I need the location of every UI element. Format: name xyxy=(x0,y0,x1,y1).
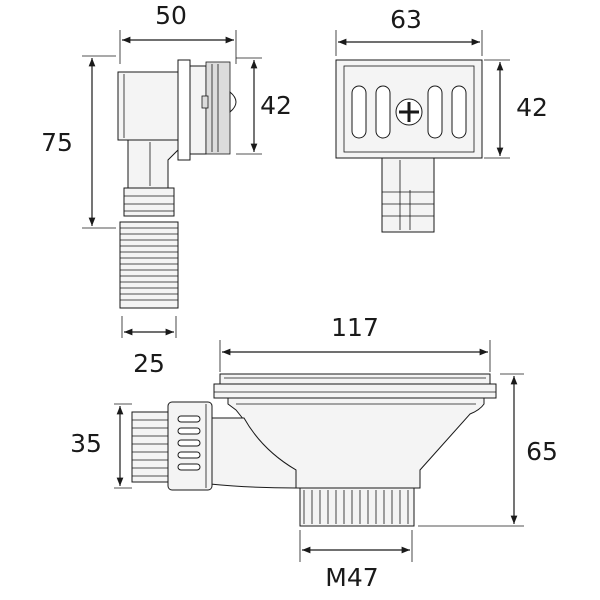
dim-label-hose-diameter: 25 xyxy=(133,349,165,378)
overflow-flange xyxy=(177,59,191,161)
overflow-hose xyxy=(119,221,179,309)
overflow-side-view: 50 75 42 25 xyxy=(41,1,292,378)
waste-flange xyxy=(213,383,497,399)
grille-slot xyxy=(375,85,391,139)
waste-thread xyxy=(299,487,415,527)
overflow-front-view: 63 42 xyxy=(335,5,548,233)
dim-label-waste-height: 65 xyxy=(526,437,558,466)
basket-waste-view: 117 35 65 M47 xyxy=(70,313,558,592)
overflow-elbow xyxy=(127,139,179,189)
grille-spigot xyxy=(381,157,435,233)
waste-rim xyxy=(219,373,491,385)
dim-label-overflow-height: 75 xyxy=(41,128,73,157)
grille-slot xyxy=(427,85,443,139)
dim-label-grille-width: 63 xyxy=(390,5,422,34)
overflow-screw-head xyxy=(229,90,237,114)
overflow-collar xyxy=(123,187,175,217)
grille-slot xyxy=(351,85,367,139)
dim-label-strainer-diameter: 117 xyxy=(331,313,379,342)
dim-label-overflow-width: 50 xyxy=(155,1,187,30)
dim-label-overflow-face-height: 42 xyxy=(260,91,292,120)
waste-outlet-spigot xyxy=(131,411,169,483)
dim-label-grille-height: 42 xyxy=(516,93,548,122)
dim-label-outlet-height: 35 xyxy=(70,429,102,458)
dim-label-thread-size: M47 xyxy=(325,563,378,592)
hose-corrugations xyxy=(120,227,178,301)
overflow-body xyxy=(117,71,179,141)
thread-lines xyxy=(303,490,409,524)
waste-outlet-pipe xyxy=(209,417,297,489)
grille-slot xyxy=(451,85,467,139)
